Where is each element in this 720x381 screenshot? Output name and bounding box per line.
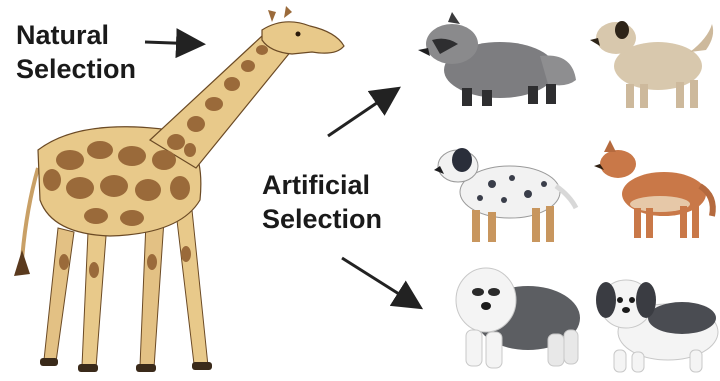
- dingo-illustration: [594, 140, 713, 238]
- raccoon-dog-illustration: [418, 12, 576, 106]
- artificial-arrow-up: [328, 90, 396, 136]
- natural-arrow: [145, 42, 200, 44]
- sheepdog-illustration: [456, 268, 580, 368]
- spotted-hound-illustration: [434, 148, 576, 242]
- tan-dog-illustration: [590, 21, 713, 108]
- artificial-arrow-down: [342, 258, 418, 306]
- giraffe-illustration: [14, 6, 344, 372]
- shih-tzu-illustration: [596, 280, 718, 372]
